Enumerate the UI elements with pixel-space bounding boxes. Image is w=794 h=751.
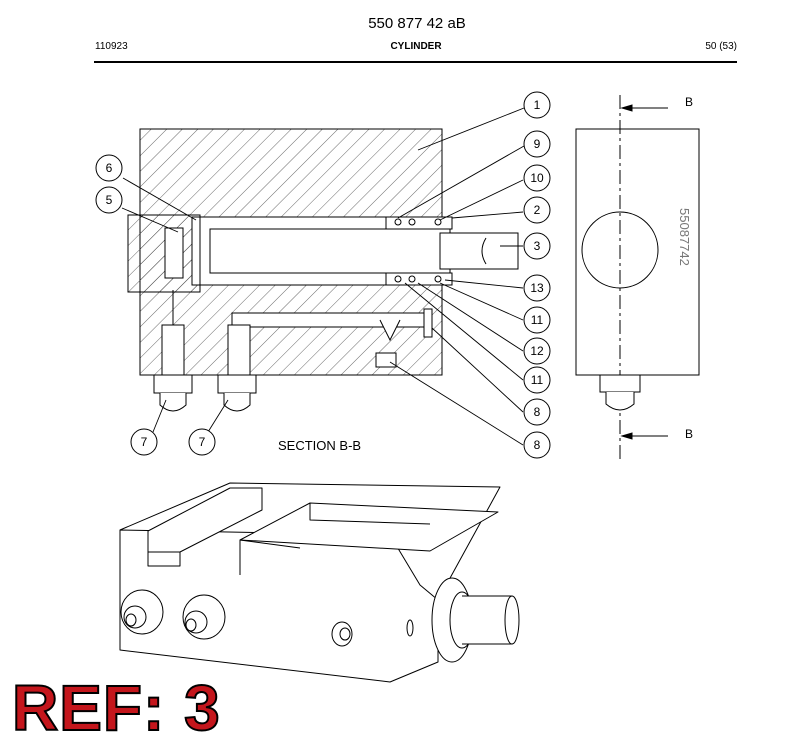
svg-text:11: 11 <box>531 313 544 327</box>
svg-text:1: 1 <box>534 98 541 112</box>
iso-jaw-right <box>239 502 499 552</box>
end-cap <box>127 214 201 293</box>
callout-13: 13 <box>523 274 551 302</box>
svg-text:13: 13 <box>530 281 544 295</box>
callout-2: 2 <box>523 196 551 224</box>
callout-7b: 7 <box>188 428 216 456</box>
page-number: 50 (53) <box>705 41 737 52</box>
svg-text:5: 5 <box>106 193 113 207</box>
fitting-right-body <box>227 324 251 376</box>
callout-10: 10 <box>523 164 551 192</box>
fitting-left-body <box>161 324 185 376</box>
isometric-view <box>119 482 520 683</box>
svg-text:11: 11 <box>531 373 544 387</box>
header-rule <box>94 61 737 63</box>
callout-12: 12 <box>523 337 551 365</box>
rod-seal-bottom <box>385 272 453 286</box>
callout-5: 5 <box>95 186 123 214</box>
svg-text:3: 3 <box>534 239 541 253</box>
svg-text:7: 7 <box>199 435 206 449</box>
svg-text:8: 8 <box>534 405 541 419</box>
cut-label-top: B <box>685 95 693 109</box>
part-stamp: 55087742 <box>677 208 692 266</box>
fitting-nut-right <box>217 374 257 394</box>
rod-end <box>439 232 519 270</box>
callout-11a: 11 <box>523 306 551 334</box>
svg-text:10: 10 <box>530 171 544 185</box>
callout-9: 9 <box>523 130 551 158</box>
svg-text:7: 7 <box>141 435 148 449</box>
date-code: 110923 <box>95 41 128 52</box>
callout-6: 6 <box>95 154 123 182</box>
svg-text:2: 2 <box>534 203 541 217</box>
document-title: 550 877 42 aB <box>368 15 466 32</box>
side-view <box>575 95 700 460</box>
callout-8b: 8 <box>523 431 551 459</box>
callout-7a: 7 <box>130 428 158 456</box>
callouts: 1 9 10 2 3 13 11 12 11 8 8 6 5 7 7 <box>95 91 551 459</box>
section-view <box>127 128 519 412</box>
iso-base <box>119 529 439 683</box>
piston-rod <box>209 228 451 274</box>
callout-11b: 11 <box>523 366 551 394</box>
callout-8a: 8 <box>523 398 551 426</box>
svg-text:9: 9 <box>534 137 541 151</box>
fitting-nut-left <box>153 374 193 394</box>
svg-text:12: 12 <box>530 344 544 358</box>
callout-1: 1 <box>523 91 551 119</box>
svg-text:6: 6 <box>106 161 113 175</box>
section-label: SECTION B-B <box>278 438 361 453</box>
ref-label: REF: 3 <box>11 672 221 744</box>
cut-label-bottom: B <box>685 427 693 441</box>
section-name: CYLINDER <box>390 41 442 52</box>
svg-text:8: 8 <box>534 438 541 452</box>
leader-lines <box>121 107 525 446</box>
callout-3: 3 <box>523 232 551 260</box>
